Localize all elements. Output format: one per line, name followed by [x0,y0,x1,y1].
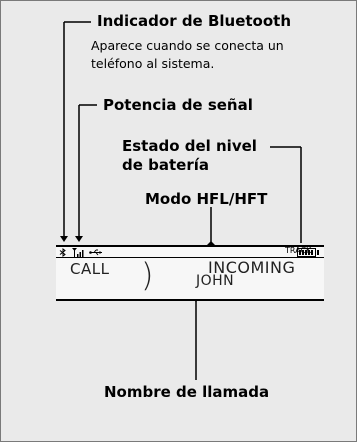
battery-callout-title-line2: de batería [122,156,209,174]
signal-bars-icon [72,248,84,257]
battery-icon [297,248,319,257]
track-label: TRACK [285,245,311,257]
call-status-text: CALL [70,260,110,278]
battery-nub [317,250,319,255]
bluetooth-icon [59,248,66,257]
mode-callout-title: Modo HFL/HFT [145,190,268,208]
audio-display: TRACK CALL ) INCOMING JOHN [56,245,324,301]
ring-indicator: ) [141,256,154,294]
caller-name-text: JOHN [196,273,235,289]
status-strip: TRACK [56,245,324,258]
incoming-text: INCOMING [208,258,296,277]
usb-icon [89,249,102,256]
caller-name-callout-title: Nombre de llamada [104,383,270,401]
bluetooth-callout-title: Indicador de Bluetooth [97,12,292,30]
battery-callout-title-line1: Estado del nivel [122,137,257,155]
battery-level-fill [299,250,314,255]
bluetooth-callout-desc-line2: teléfono al sistema. [91,56,215,71]
signal-callout-title: Potencia de señal [103,96,253,114]
bluetooth-callout-desc-line1: Aparece cuando se conecta un [91,38,284,53]
